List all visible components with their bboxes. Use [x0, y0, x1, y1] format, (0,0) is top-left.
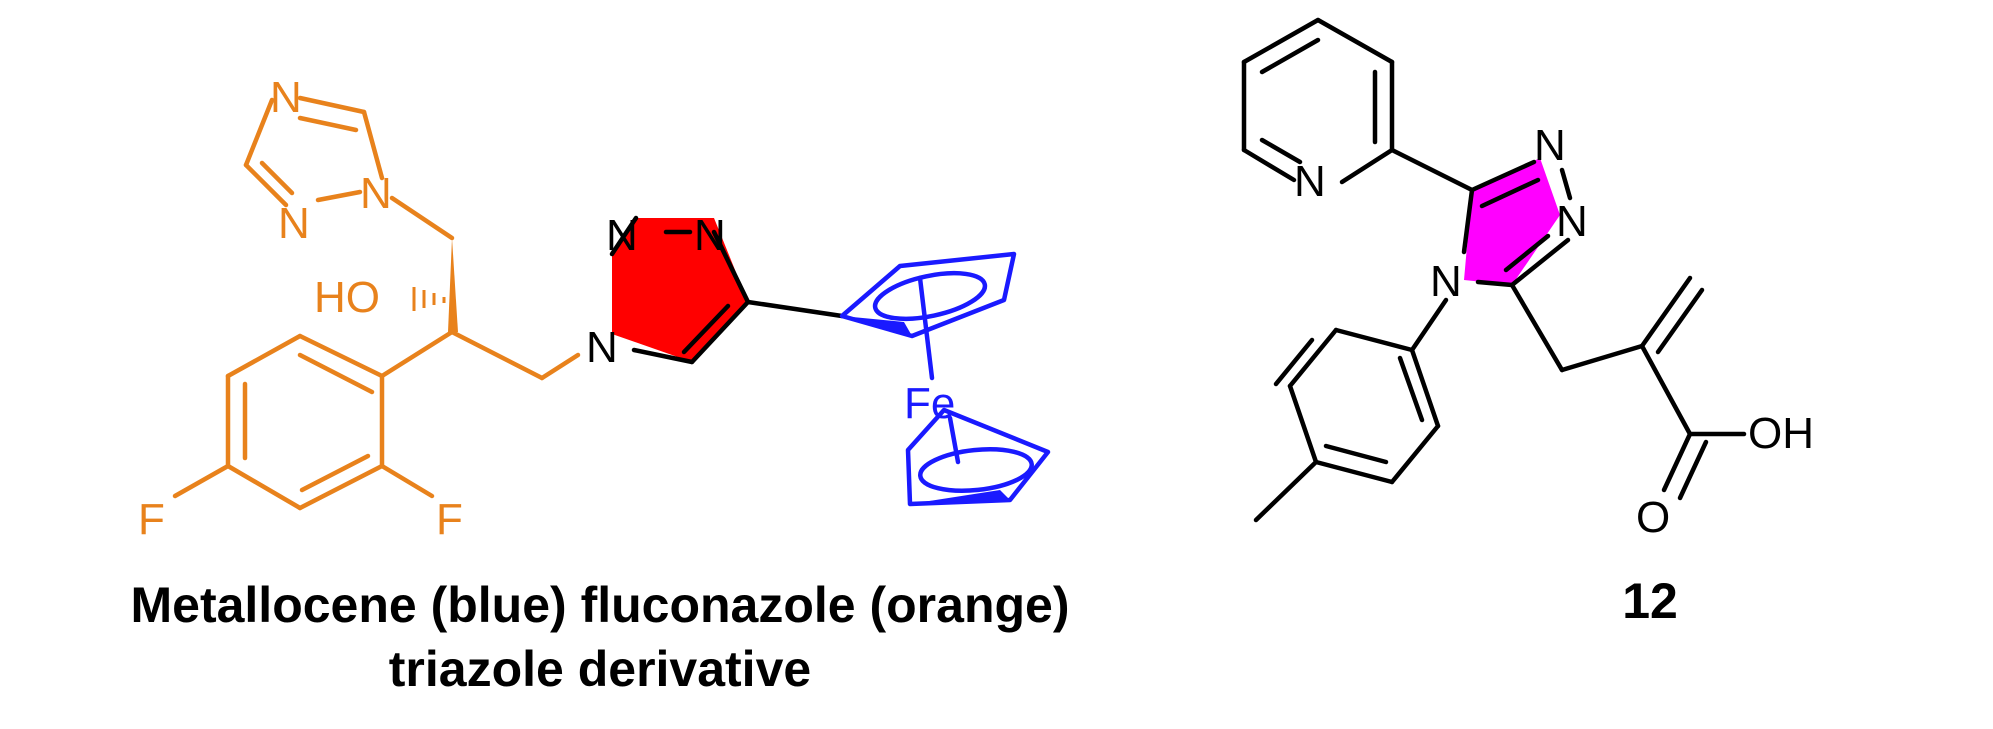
magenta-triazole-ring [1464, 158, 1560, 285]
atom-n-red-triazole-attach: N [586, 323, 618, 372]
difluorophenyl-ring [172, 333, 435, 511]
atom-n-triazole-top: N [270, 73, 302, 122]
atom-n-red-triazole-left: N [606, 211, 638, 260]
acrylic-acid-chain [1509, 275, 1747, 501]
atom-n-red-triazole-right: N [694, 211, 726, 260]
red-triazole-bonds [609, 215, 845, 365]
tolyl-ring [1253, 297, 1449, 523]
atom-hydroxyl-right: OH [1748, 409, 1814, 458]
red-triazole-ring [612, 218, 748, 362]
cp-ring-wedge-lower [910, 490, 1010, 504]
left-caption-line2: triazole derivative [389, 641, 811, 697]
atom-carbonyl-o: O [1636, 493, 1670, 542]
stereo-hash-bond [412, 287, 446, 311]
atom-fluorine-right: F [436, 495, 463, 544]
ferrocene-unit [839, 251, 1051, 507]
magenta-triazole-bonds [1461, 159, 1573, 288]
atom-fluorine-left: F [138, 495, 165, 544]
atom-n-triazole-aryl: N [1430, 257, 1462, 306]
left-caption-line1: Metallocene (blue) fluconazole (orange) [131, 577, 1070, 633]
cp-ring-wedge-upper [842, 316, 912, 336]
compound-label-12: 12 [1622, 573, 1678, 629]
atom-n-triazole-bottom: N [278, 199, 310, 248]
right-molecule: N N N N OH O 12 [1241, 17, 1814, 629]
fluconazole-triazole-ring [243, 95, 455, 241]
left-molecule: N N N HO F F N N N Fe Metallocene (blue)… [131, 73, 1070, 697]
atom-n-triazole-n1: N [360, 169, 392, 218]
atom-n-pyridine: N [1294, 157, 1326, 206]
fluconazole-chain [379, 329, 581, 381]
atom-n-triazole-right: N [1556, 197, 1588, 246]
atom-iron: Fe [904, 379, 955, 428]
atom-n-triazole-top: N [1534, 121, 1566, 170]
atom-hydroxyl: HO [314, 273, 380, 322]
pyridine-ring [1241, 17, 1475, 193]
stereo-wedge-bond [448, 238, 458, 332]
